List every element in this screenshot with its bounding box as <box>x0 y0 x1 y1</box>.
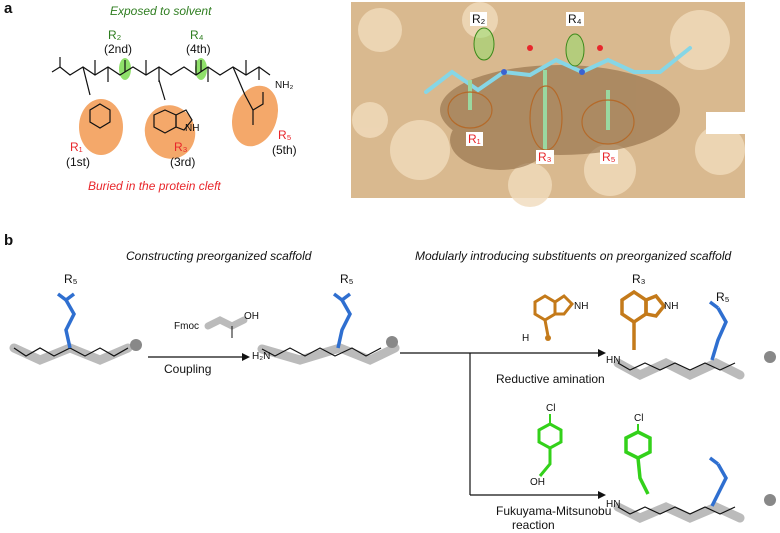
aldehyde-h-atom: H <box>522 333 530 344</box>
surface-r5-label: R₅ <box>600 150 618 164</box>
buried-caption: Buried in the protein cleft <box>88 179 221 193</box>
r3-highlight <box>144 105 196 159</box>
product1-nh-atom: NH <box>664 301 679 312</box>
r1-label: R₁ <box>70 140 83 154</box>
middle-h2n-atom: H₂N <box>252 351 271 362</box>
product1-resin-bead <box>764 351 776 363</box>
middle-r5-label: R₅ <box>340 272 354 286</box>
surface-r2-ring <box>473 27 495 61</box>
reagent-nh-atom: NH <box>574 301 589 312</box>
surface-r1-ring <box>447 91 493 129</box>
product1-hn-atom: HN <box>606 355 621 366</box>
r5-label: R₅ <box>278 128 292 142</box>
r1-order: (1st) <box>66 155 90 169</box>
r2-label: R₂ <box>108 28 122 42</box>
panel-b-letter: b <box>4 232 14 249</box>
left-r5-label: R₅ <box>64 272 78 286</box>
product2-resin-bead <box>764 494 776 506</box>
right-title: Modularly introducing substituents on pr… <box>415 249 732 263</box>
r4-order: (4th) <box>186 42 211 56</box>
surface-r4-ring <box>565 33 585 67</box>
product2-hn-atom: HN <box>606 499 621 510</box>
coupling-label: Coupling <box>164 362 212 376</box>
product2-cl-atom: Cl <box>634 413 644 424</box>
chlorophenyl-ring <box>537 422 563 450</box>
r1-phenyl-ring <box>89 103 111 129</box>
product1-r5-label: R₅ <box>716 290 730 304</box>
middle-resin-bead <box>386 336 398 348</box>
surface-r2-label: R₂ <box>470 12 488 26</box>
product1-backbone-shadow <box>613 358 745 381</box>
left-resin-bead <box>130 339 142 351</box>
middle-r5-chain <box>336 299 352 349</box>
product1-r5-chain <box>710 307 728 361</box>
indole-nh-atom: NH <box>185 123 200 134</box>
fmoc-reagent-shadow <box>204 316 248 330</box>
middle-backbone-shadow <box>257 343 400 365</box>
reagent-oh-atom: OH <box>530 477 545 488</box>
r2-order: (2nd) <box>104 42 133 56</box>
panel-a-letter: a <box>4 0 13 17</box>
surface-r3-label: R₃ <box>536 150 554 164</box>
exposed-caption: Exposed to solvent <box>110 4 212 18</box>
surface-r4-label: R₄ <box>566 12 584 26</box>
product2-r5-chain <box>710 463 728 507</box>
reagent-cl-atom: Cl <box>546 403 556 414</box>
r3-label: R₃ <box>174 140 188 154</box>
surface-r5-ring <box>581 99 635 145</box>
r5-isobutyl <box>244 92 264 111</box>
fukuyama-line1: Fukuyama-Mitsunobu <box>496 504 612 518</box>
product1-r3-label: R₃ <box>632 272 646 286</box>
reductive-label: Reductive amination <box>496 372 605 386</box>
left-r5-chain <box>64 299 76 349</box>
fmoc-label: Fmoc <box>174 321 199 332</box>
peptide-backbone <box>59 66 271 76</box>
left-title: Constructing preorganized scaffold <box>126 249 312 263</box>
product1-indole-ring <box>620 289 648 325</box>
r4-label: R₄ <box>190 28 204 42</box>
product2-chlorophenyl-ring <box>624 430 652 460</box>
nh2-atom: NH₂ <box>275 80 294 91</box>
surface-r1-label: R₁ <box>466 132 483 146</box>
indole-aldehyde-ring <box>533 294 557 322</box>
r5-order: (5th) <box>272 143 297 157</box>
product2-backbone-shadow <box>613 502 745 523</box>
fukuyama-line2: reaction <box>512 518 555 532</box>
fmoc-oh-atom: OH <box>244 311 259 322</box>
r3-order: (3rd) <box>170 155 196 169</box>
r5-highlight <box>231 85 279 147</box>
